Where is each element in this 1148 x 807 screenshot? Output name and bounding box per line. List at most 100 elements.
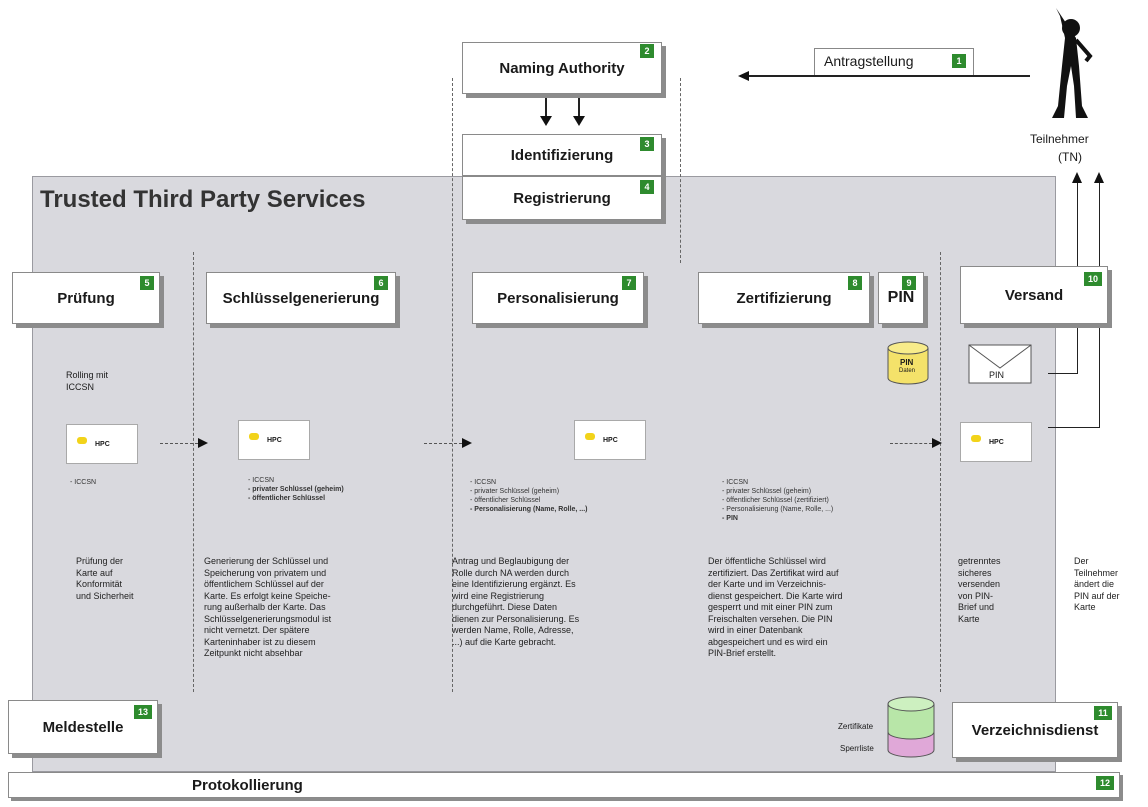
desc-line: sicheres <box>958 567 992 578</box>
card-list-4: - ICCSN - privater Schlüssel (geheim) - … <box>722 478 833 523</box>
card-list-4-item-1: - ICCSN <box>722 479 749 486</box>
desc-line: Teilnehmer <box>1074 567 1119 578</box>
chip-icon <box>971 435 981 442</box>
step-number-3: 3 <box>640 137 654 151</box>
desc-line: getrenntes <box>958 556 1001 566</box>
desc-line: abgespeichert und es wird ein <box>708 636 828 647</box>
chip-icon <box>585 433 595 440</box>
desc-line: und Sicherheit <box>76 590 134 601</box>
protokollierung-label: Protokollierung <box>192 777 303 794</box>
identifizierung-box: Identifizierung <box>462 134 662 176</box>
desc-line: Der <box>1074 556 1089 566</box>
envelope-icon <box>968 344 1032 384</box>
separator-4 <box>940 252 941 692</box>
return-arrow-1-head <box>1072 172 1082 183</box>
pin-box: PIN <box>878 272 924 324</box>
card-list-4-item-3: - öffentlicher Schlüssel (zertifiziert) <box>722 497 829 504</box>
flow-arrow-2-line <box>424 443 462 444</box>
zertifikate-label: Zertifikate <box>838 722 874 731</box>
desc-line: Karte auf <box>76 567 113 578</box>
desc-line: Der öffentliche Schlüssel wird <box>708 556 826 566</box>
step-number-7: 7 <box>622 276 636 290</box>
step-number-1: 1 <box>952 54 966 68</box>
step-number-8: 8 <box>848 276 862 290</box>
hpc-card-1: HPC <box>66 424 138 464</box>
pin-label: PIN <box>887 289 915 306</box>
desc-line: wird in einer Datenbank <box>708 625 803 635</box>
step-number-10: 10 <box>1084 272 1102 286</box>
description-personalisierung: Antrag und Beglaubigung der Rolle durch … <box>452 556 579 648</box>
desc-line: Prüfung der <box>76 556 124 566</box>
separator-3 <box>680 78 681 263</box>
meldestelle-box: Meldestelle <box>8 700 158 754</box>
panel-title: Trusted Third Party Services <box>40 186 366 213</box>
schluessel-label: Schlüsselgenerierung <box>222 289 380 307</box>
card-list-1-item-1: - ICCSN <box>70 479 97 486</box>
desc-line: ...) auf die Karte gebracht. <box>452 636 557 647</box>
step-number-9: 9 <box>902 276 916 290</box>
desc-line: Karte <box>958 613 980 624</box>
hpc-card-3: HPC <box>574 420 646 460</box>
zertifizierung-label: Zertifizierung <box>736 289 832 307</box>
desc-line: Rolle durch NA werden durch <box>452 567 570 578</box>
verzeichnisdienst-label: Verzeichnisdienst <box>971 721 1099 739</box>
desc-line: Freischalten versehen. Die PIN <box>708 613 833 624</box>
pruefung-label: Prüfung <box>57 289 115 307</box>
desc-line: Karte <box>1074 602 1096 612</box>
desc-line: versenden <box>958 579 1001 589</box>
rolling-text-1: Rolling mit <box>66 370 109 380</box>
return-line-1-horizontal <box>1048 373 1078 374</box>
identifizierung-label: Identifizierung <box>510 146 614 164</box>
flow-arrow-1-head <box>198 438 208 448</box>
desc-line: Generierung der Schlüssel und <box>204 556 329 566</box>
pin-db-label-1: PIN <box>900 358 914 367</box>
desc-line: Konformität <box>76 579 123 589</box>
card-list-4-item-4: - Personalisierung (Name, Rolle, ...) <box>722 506 834 513</box>
desc-line: zertifiziert. Das Zertifikat wird auf <box>708 567 839 578</box>
card-label: HPC <box>267 437 282 444</box>
step-number-6: 6 <box>374 276 388 290</box>
card-list-2-item-2: - privater Schlüssel (geheim) <box>248 486 344 493</box>
desc-line: der Karte und im Verzeichnis- <box>708 579 827 589</box>
registrierung-box: Registrierung <box>462 176 662 220</box>
step-number-5: 5 <box>140 276 154 290</box>
desc-line: Karte. Es erfolgt keine Speiche- <box>204 590 331 601</box>
meldestelle-label: Meldestelle <box>42 718 124 736</box>
card-list-2: - ICCSN - privater Schlüssel (geheim) - … <box>248 476 344 503</box>
desc-line: Schlüsselgenerierungsmodul ist <box>204 613 332 624</box>
naming-authority-box: Naming Authority <box>462 42 662 94</box>
arrow-down-2-head <box>573 116 585 126</box>
personalisierung-box: Personalisierung <box>472 272 644 324</box>
zertifizierung-box: Zertifizierung <box>698 272 870 324</box>
card-list-3-item-3: - öffentlicher Schlüssel <box>470 497 541 504</box>
desc-line: öffentlichem Schlüssel auf der <box>204 579 324 589</box>
chip-icon <box>77 437 87 444</box>
card-list-2-item-3: - öffentlicher Schlüssel <box>248 495 326 502</box>
desc-line: gesperrt und mit einer PIN zum <box>708 602 833 612</box>
pin-db-label-2: Daten <box>899 368 916 374</box>
desc-line: von PIN- <box>958 590 994 601</box>
flow-arrow-3-line <box>890 443 932 444</box>
separator-1 <box>193 252 194 692</box>
naming-authority-label: Naming Authority <box>499 59 625 77</box>
flow-arrow-3-head <box>932 438 942 448</box>
arrow-down-1-head <box>540 116 552 126</box>
card-list-2-item-1: - ICCSN <box>248 477 275 484</box>
card-list-4-item-2: - privater Schlüssel (geheim) <box>722 488 812 495</box>
versand-box: Versand <box>960 266 1108 324</box>
desc-line: Zeitpunkt nicht absehbar <box>204 648 303 658</box>
card-label: HPC <box>95 441 110 448</box>
description-versand: getrenntes sicheres versenden von PIN- B… <box>958 556 1001 625</box>
rolling-text-2: ICCSN <box>66 382 95 392</box>
step-number-2: 2 <box>640 44 654 58</box>
chip-icon <box>249 433 259 440</box>
description-pruefung: Prüfung der Karte auf Konformität und Si… <box>76 556 134 602</box>
envelope-label: PIN <box>989 370 1005 380</box>
card-list-3: - ICCSN - privater Schlüssel (geheim) - … <box>470 478 587 514</box>
desc-line: PIN-Brief erstellt. <box>708 648 777 658</box>
hpc-card-4: HPC <box>960 422 1032 462</box>
registrierung-label: Registrierung <box>513 189 611 207</box>
arrow-down-2-shaft <box>578 98 580 118</box>
desc-line: durchgeführt. Diese Daten <box>452 602 558 612</box>
desc-line: rung außerhalb der Karte. Das <box>204 602 326 612</box>
